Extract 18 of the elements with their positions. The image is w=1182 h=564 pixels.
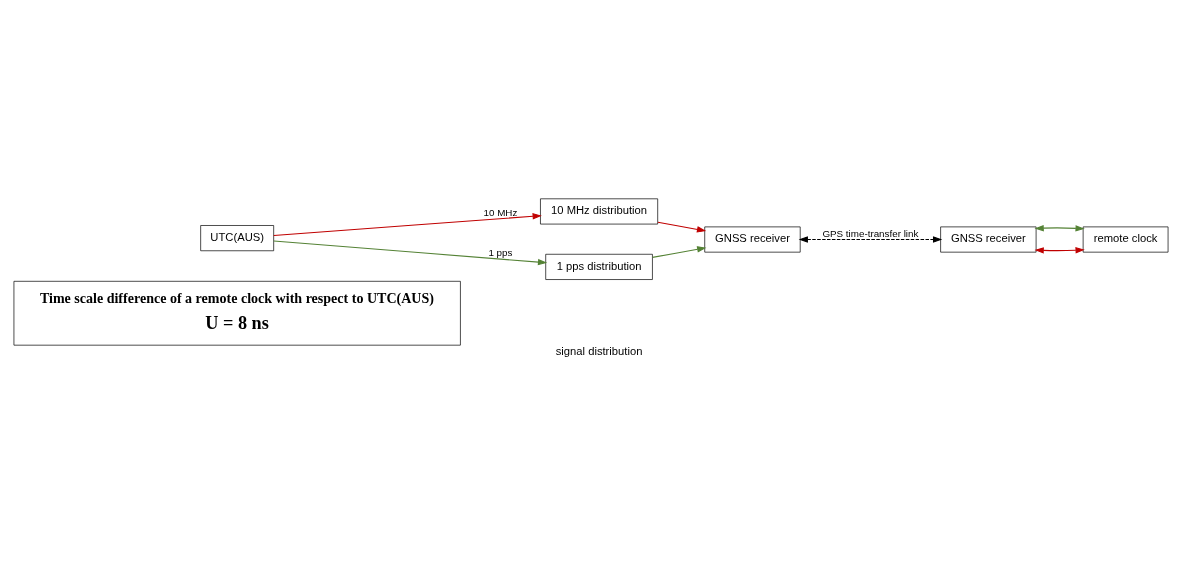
node-box: 10 MHz distribution [540, 198, 659, 225]
arrow [273, 213, 542, 237]
label: signal distribution [555, 345, 643, 358]
arrow [273, 240, 548, 266]
edge-label: GPS time-transfer link [822, 227, 919, 239]
node-box: GNSS receiver [704, 226, 801, 253]
edge-label: 10 MHz [483, 206, 518, 218]
arrow [657, 221, 707, 233]
node-box: GNSS receiver [940, 226, 1037, 253]
node-box: remote clock [1082, 226, 1169, 253]
arrow [1034, 224, 1085, 232]
arrow [798, 236, 943, 243]
edge-label: 1 pps [488, 246, 513, 258]
node-box: 1 pps distribution [545, 253, 653, 280]
node-box: UTC(AUS) [200, 225, 275, 252]
arrow [651, 246, 707, 258]
arrow [1034, 246, 1085, 254]
node-box: Time scale difference of a remote clock with respect to UTC(AUS) U = 8 ns [13, 280, 461, 346]
